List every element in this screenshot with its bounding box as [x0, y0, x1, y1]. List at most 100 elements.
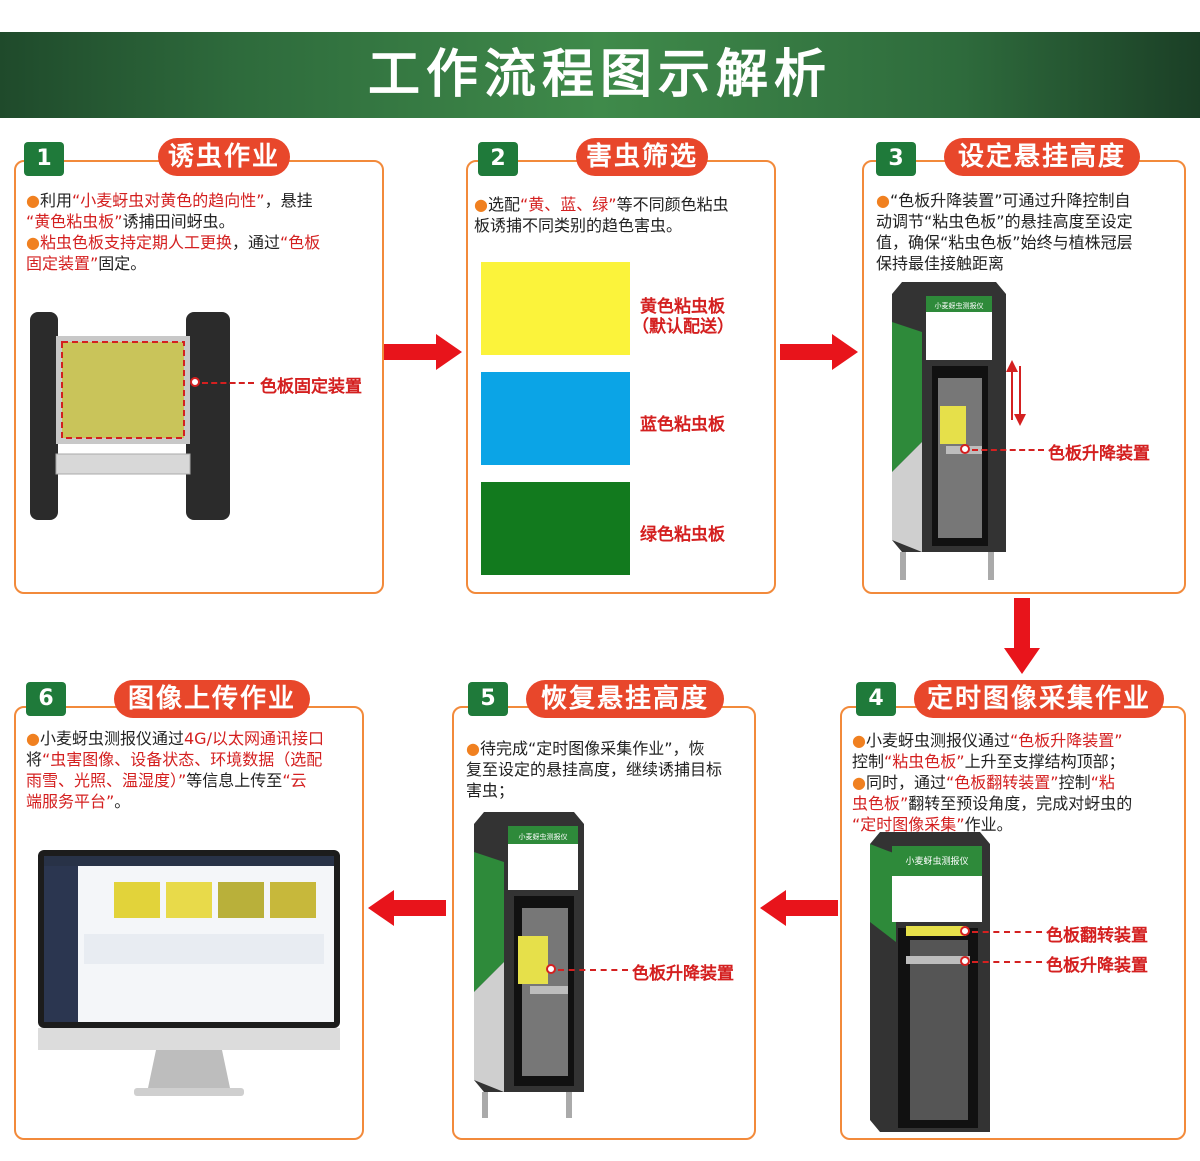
bullet-dot-icon: ● — [852, 773, 866, 792]
desc-segment: 复至设定的悬挂高度，继续诱捕目标 — [466, 760, 723, 779]
desc-segment: 等信息上传至 — [186, 771, 283, 790]
desc-line: 雨雪、光照、温湿度）”等信息上传至“云 — [26, 770, 362, 791]
step-desc-6: ●小麦蚜虫测报仪通过4G/以太网通讯接口将“虫害图像、设备状态、环境数据（选配雨… — [26, 728, 362, 812]
desc-line: ●小麦蚜虫测报仪通过4G/以太网通讯接口 — [26, 728, 362, 749]
desc-line: 保持最佳接触距离 — [876, 253, 1182, 274]
desc-segment: ，通过 — [231, 233, 280, 252]
desc-segment: “色板 — [280, 233, 321, 252]
desc-segment: 虫色板” — [852, 794, 909, 813]
desc-segment: 小麦蚜虫测报仪通过 — [865, 731, 1010, 750]
desc-segment: 板诱捕不同类别的趋色害虫。 — [474, 216, 683, 235]
desc-segment: 同时，通过 — [865, 773, 946, 792]
desc-line: ●利用“小麦蚜虫对黄色的趋向性”，悬挂 — [26, 190, 382, 211]
desc-segment: 控制 — [852, 752, 885, 771]
bullet-dot-icon: ● — [26, 233, 40, 252]
step-number-2: 2 — [478, 142, 518, 176]
desc-segment: 选配 — [487, 195, 520, 214]
color-board-frame-illustration — [30, 312, 230, 520]
desktop-monitor-illustration — [38, 850, 340, 1096]
desc-line: ●粘虫色板支持定期人工更换，通过“色板 — [26, 232, 382, 253]
bullet-dot-icon: ● — [26, 191, 40, 210]
pointer-dot-3 — [960, 444, 970, 454]
step-desc-1: ●利用“小麦蚜虫对黄色的趋向性”，悬挂“黄色粘虫板”诱捕田间蚜虫。●粘虫色板支持… — [26, 190, 382, 274]
desc-segment: “小麦蚜虫对黄色的趋向性” — [71, 191, 265, 210]
label-board-lift-device-3: 色板升降装置 — [1048, 444, 1150, 464]
yellow-board-sub: （默认配送） — [632, 317, 734, 337]
bullet-dot-icon: ● — [466, 739, 480, 758]
label-board-flip-device: 色板翻转装置 — [1046, 926, 1148, 946]
header-banner: 工作流程图示解析 — [0, 32, 1200, 118]
desc-segment: 待完成“定时图像采集作业”，恢 — [479, 739, 705, 758]
desc-line: 控制“粘虫色板”上升至支撑结构顶部； — [852, 751, 1182, 772]
desc-segment: “粘 — [1090, 773, 1115, 792]
step-desc-3: ●“色板升降装置”可通过升降控制自动调节“粘虫色板”的悬挂高度至设定值，确保“粘… — [876, 190, 1182, 274]
desc-line: “定时图像采集”作业。 — [852, 814, 1182, 835]
page-title: 工作流程图示解析 — [367, 45, 832, 105]
pointer-dot-4a — [960, 926, 970, 936]
desc-line: ●待完成“定时图像采集作业”，恢 — [466, 738, 752, 759]
step-title-3: 设定悬挂高度 — [944, 138, 1140, 176]
step-desc-4: ●小麦蚜虫测报仪通过“色板升降装置”控制“粘虫色板”上升至支撑结构顶部；●同时，… — [852, 730, 1182, 835]
desc-segment: 端服务平台” — [26, 792, 115, 811]
pointer-line-3 — [972, 449, 1044, 451]
desc-segment: 害虫； — [466, 781, 515, 800]
bullet-dot-icon: ● — [876, 191, 890, 210]
step-number-5: 5 — [468, 682, 508, 716]
pointer-line-5 — [558, 969, 628, 971]
desc-segment: 固定装置” — [26, 254, 99, 273]
desc-segment: “色板翻转装置” — [945, 773, 1059, 792]
desc-line: 固定装置”固定。 — [26, 253, 382, 274]
desc-segment: 利用 — [39, 191, 72, 210]
desc-line: “黄色粘虫板”诱捕田间蚜虫。 — [26, 211, 382, 232]
desc-line: ●小麦蚜虫测报仪通过“色板升降装置” — [852, 730, 1182, 751]
yellow-board-label: 黄色粘虫板 — [640, 297, 725, 317]
step-number-6: 6 — [26, 682, 66, 716]
desc-segment: “黄色粘虫板” — [26, 212, 123, 231]
step-number-3: 3 — [876, 142, 916, 176]
green-board-swatch — [481, 482, 630, 575]
pointer-line-1 — [202, 382, 254, 384]
desc-line: 虫色板”翻转至预设角度，完成对蚜虫的 — [852, 793, 1182, 814]
desc-segment: “色板升降装置” — [1009, 731, 1123, 750]
desc-segment: ，悬挂 — [264, 191, 313, 210]
arrow-left-icon — [368, 890, 446, 926]
up-down-arrow-icon — [1006, 360, 1026, 426]
desc-segment: 雨雪、光照、温湿度）” — [26, 771, 187, 790]
step-number-1: 1 — [24, 142, 64, 176]
pointer-dot-5 — [546, 964, 556, 974]
pointer-line-4a — [972, 931, 1042, 933]
desc-segment: 。 — [114, 792, 131, 811]
bullet-dot-icon: ● — [26, 729, 40, 748]
step-desc-5: ●待完成“定时图像采集作业”，恢复至设定的悬挂高度，继续诱捕目标害虫； — [466, 738, 752, 801]
step-desc-2: ●选配“黄、蓝、绿”等不同颜色粘虫板诱捕不同类别的趋色害虫。 — [474, 194, 774, 236]
desc-segment: 诱捕田间蚜虫。 — [122, 212, 235, 231]
desc-line: 值，确保“粘虫色板”始终与植株冠层 — [876, 232, 1182, 253]
desc-segment: 等不同颜色粘虫 — [616, 195, 729, 214]
desc-segment: 粘虫色板支持定期人工更换 — [39, 233, 232, 252]
desc-line: ●“色板升降装置”可通过升降控制自 — [876, 190, 1182, 211]
desc-line: ●同时，通过“色板翻转装置”控制“粘 — [852, 772, 1182, 793]
desc-segment: “粘虫色板” — [884, 752, 965, 771]
desc-line: ●选配“黄、蓝、绿”等不同颜色粘虫 — [474, 194, 774, 215]
monitor-device-illustration: 小麦蚜虫测报仪 — [870, 832, 990, 1132]
green-board-label: 绿色粘虫板 — [640, 525, 725, 545]
device-label-4: 小麦蚜虫测报仪 — [905, 855, 968, 867]
desc-segment: 作业。 — [964, 815, 1013, 834]
pointer-dot-4b — [960, 956, 970, 966]
desc-segment: “云 — [282, 771, 307, 790]
monitor-device-illustration: 小麦蚜虫测报仪 — [892, 282, 1006, 580]
blue-board-label: 蓝色粘虫板 — [640, 415, 725, 435]
desc-segment: 值，确保“粘虫色板”始终与植株冠层 — [876, 233, 1133, 252]
desc-segment: 控制 — [1058, 773, 1091, 792]
step-title-5: 恢复悬挂高度 — [526, 680, 724, 718]
desc-segment: “黄、蓝、绿” — [519, 195, 617, 214]
arrow-down-icon — [1004, 598, 1040, 674]
monitor-device-illustration: 小麦蚜虫测报仪 — [474, 812, 584, 1118]
step-title-6: 图像上传作业 — [114, 680, 310, 718]
blue-board-swatch — [481, 372, 630, 465]
desc-line: 将“虫害图像、设备状态、环境数据（选配 — [26, 749, 362, 770]
desc-line: 复至设定的悬挂高度，继续诱捕目标 — [466, 759, 752, 780]
desc-segment: 将 — [26, 750, 43, 769]
desc-line: 板诱捕不同类别的趋色害虫。 — [474, 215, 774, 236]
desc-line: 害虫； — [466, 780, 752, 801]
